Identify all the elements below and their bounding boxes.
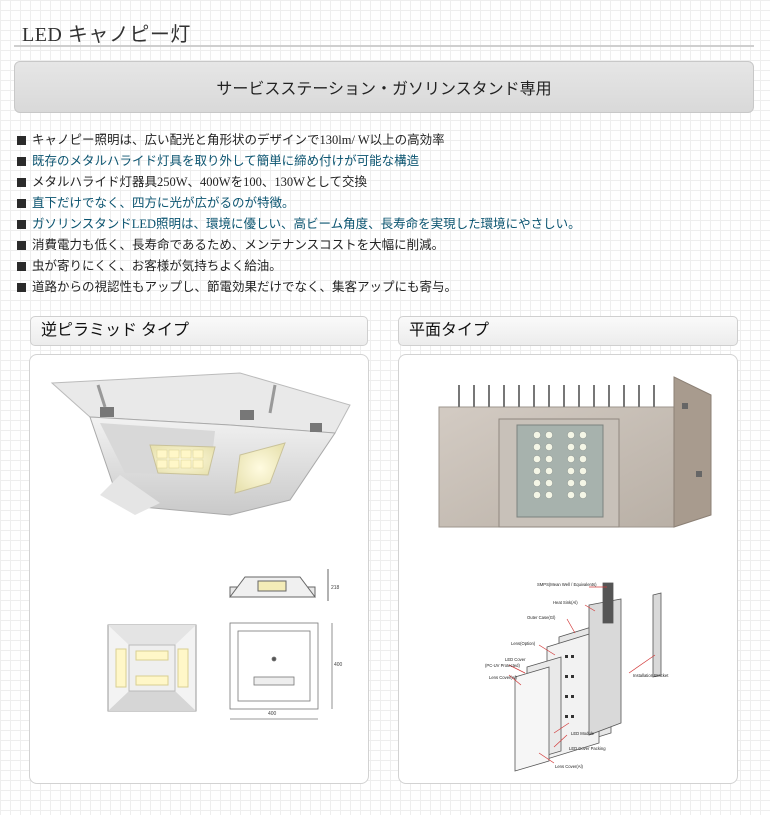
feature-text: メタルハライド灯器具250W、400Wを100、130Wとして交換 (32, 175, 368, 189)
flat-fixture-illustration: SMPS(Mean Well / Equivalents) Heat Sink(… (438, 376, 712, 772)
label-led-module: LED Module (571, 731, 595, 736)
label-led-cover: LED Cover (505, 657, 526, 662)
feature-item: ガソリンスタンドLED照明は、環境に優しい、高ビーム角度、長寿命を実現した環境に… (17, 214, 757, 235)
feature-item: 道路からの視認性もアップし、節電効果だけでなく、集客アップにも寄与。 (17, 277, 757, 298)
label-led-cover-sub: (PC-UV Protected) (485, 663, 521, 668)
flat-fixture-photo (438, 376, 712, 528)
section-header-flat: 平面タイプ (398, 316, 738, 346)
label-lens-cover-top: Lens Cover(Al) (489, 675, 518, 680)
label-led-cover-packing: LED Cover Packing (569, 746, 606, 751)
feature-list: キャノピー照明は、広い配光と角形状のデザインで130lm/ W以上の高効率 既存… (17, 130, 757, 298)
label-heat-sink: Heat Sink(Al) (553, 600, 578, 605)
label-installation-bracket: Installation Bracket (633, 673, 669, 678)
dim-depth-label: 400 (334, 662, 343, 668)
square-bullet-icon (17, 283, 26, 292)
feature-text: 直下だけでなく、四方に光が広がるのが特徴。 (32, 196, 295, 210)
dim-height-label: 218 (331, 585, 340, 591)
feature-item: 既存のメタルハライド灯具を取り外して簡単に締め付けが可能な構造 (17, 151, 757, 172)
section-title: 逆ピラミッド タイプ (41, 322, 190, 339)
plan-view-illustration (107, 624, 197, 712)
flat-type-panel: SMPS(Mean Well / Equivalents) Heat Sink(… (398, 354, 738, 784)
feature-text: 消費電力も低く、長寿命であるため、メンテナンスコストを大幅に削減。 (32, 238, 445, 252)
square-bullet-icon (17, 241, 26, 250)
label-lens-option: Lens(Option) (511, 641, 536, 646)
feature-text: 既存のメタルハライド灯具を取り外して簡単に締め付けが可能な構造 (32, 154, 420, 168)
pyramid-fixture-illustration: 218 400 400 (50, 372, 351, 720)
label-smps: SMPS(Mean Well / Equivalents) (537, 582, 597, 587)
page-title: LED キャノピー灯 (22, 24, 191, 46)
exploded-diagram: SMPS(Mean Well / Equivalents) Heat Sink(… (485, 582, 669, 772)
section-title: 平面タイプ (409, 322, 490, 339)
feature-text: キャノピー照明は、広い配光と角形状のデザインで130lm/ W以上の高効率 (32, 133, 445, 147)
pyramid-fixture-photo (50, 372, 351, 516)
square-bullet-icon (17, 157, 26, 166)
dim-width-label: 400 (268, 711, 277, 717)
feature-item: キャノピー照明は、広い配光と角形状のデザインで130lm/ W以上の高効率 (17, 130, 757, 151)
pyramid-type-panel: 218 400 400 (29, 354, 369, 784)
square-bullet-icon (17, 178, 26, 187)
section-header-pyramid: 逆ピラミッド タイプ (30, 316, 368, 346)
feature-text: ガソリンスタンドLED照明は、環境に優しい、高ビーム角度、長寿命を実現した環境に… (32, 217, 581, 231)
side-elevation-drawing (229, 569, 329, 601)
plan-view-drawing (229, 622, 333, 720)
square-bullet-icon (17, 262, 26, 271)
square-bullet-icon (17, 220, 26, 229)
category-banner: サービスステーション・ガソリンスタンド専用 (14, 61, 754, 113)
label-lens-cover-bottom: Lens Cover(Al) (555, 764, 584, 769)
banner-text: サービスステーション・ガソリンスタンド専用 (216, 81, 552, 98)
title-divider (14, 45, 754, 47)
square-bullet-icon (17, 199, 26, 208)
feature-item: 虫が寄りにくく、お客様が気持ちよく給油。 (17, 256, 757, 277)
feature-item: 消費電力も低く、長寿命であるため、メンテナンスコストを大幅に削減。 (17, 235, 757, 256)
square-bullet-icon (17, 136, 26, 145)
feature-item: メタルハライド灯器具250W、400Wを100、130Wとして交換 (17, 172, 757, 193)
feature-text: 道路からの視認性もアップし、節電効果だけでなく、集客アップにも寄与。 (32, 280, 458, 294)
feature-item: 直下だけでなく、四方に光が広がるのが特徴。 (17, 193, 757, 214)
label-outer-case: Outer Case(Gl) (527, 615, 556, 620)
feature-text: 虫が寄りにくく、お客様が気持ちよく給油。 (32, 259, 282, 273)
